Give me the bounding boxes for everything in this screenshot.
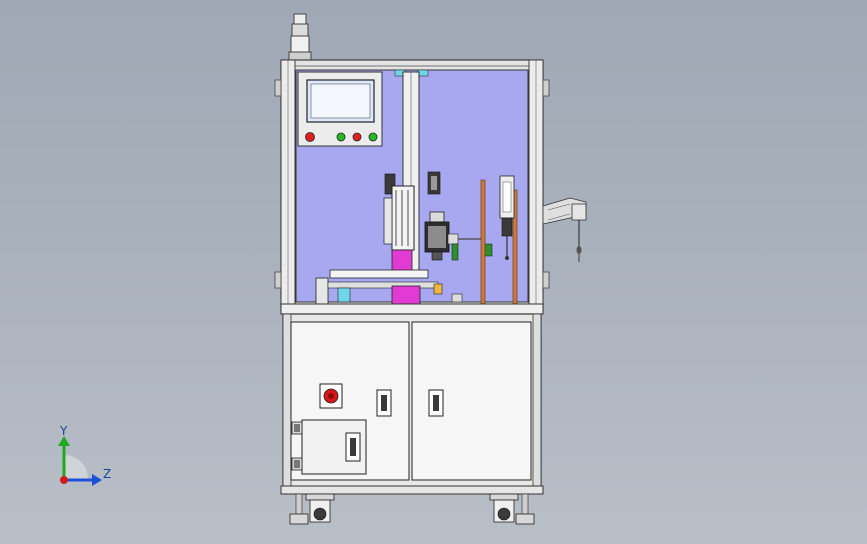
- green-button[interactable]: [336, 132, 346, 142]
- control-panel: [297, 71, 383, 147]
- door-handle-icon[interactable]: [345, 432, 361, 462]
- work-table: [315, 269, 463, 305]
- caster-icon: [305, 493, 335, 523]
- y-axis-label: Y: [60, 424, 68, 438]
- press-module: [383, 173, 415, 275]
- cabinet-door-right[interactable]: [411, 321, 532, 481]
- leveling-foot: [289, 493, 309, 525]
- x-axis-point: [60, 476, 68, 484]
- coordinate-triad: [58, 436, 102, 486]
- signal-tower-icon: [288, 13, 312, 61]
- red-button[interactable]: [352, 132, 362, 142]
- hinge-icon: [291, 457, 303, 471]
- leveling-foot: [515, 493, 535, 525]
- z-axis-label: Z: [103, 467, 112, 481]
- red-button[interactable]: [305, 132, 315, 142]
- screwdriver-unit: [499, 175, 515, 260]
- door-handle-icon[interactable]: [376, 389, 392, 417]
- emergency-stop-icon[interactable]: [319, 383, 343, 409]
- caster-icon: [489, 493, 519, 523]
- dispensing-head: [424, 211, 493, 261]
- door-handle-icon[interactable]: [428, 389, 444, 417]
- hinge-icon: [291, 421, 303, 435]
- guide-rod: [480, 179, 486, 305]
- green-button[interactable]: [368, 132, 378, 142]
- base-frame: [280, 485, 544, 495]
- clamp-bracket-inner: [431, 176, 437, 190]
- table-plate: [280, 303, 544, 315]
- green-nozzle: [451, 243, 459, 261]
- y-axis-arrow: [58, 436, 70, 446]
- side-arm: [542, 197, 587, 262]
- z-axis-arrow: [92, 474, 102, 486]
- triad-plane: [64, 455, 89, 480]
